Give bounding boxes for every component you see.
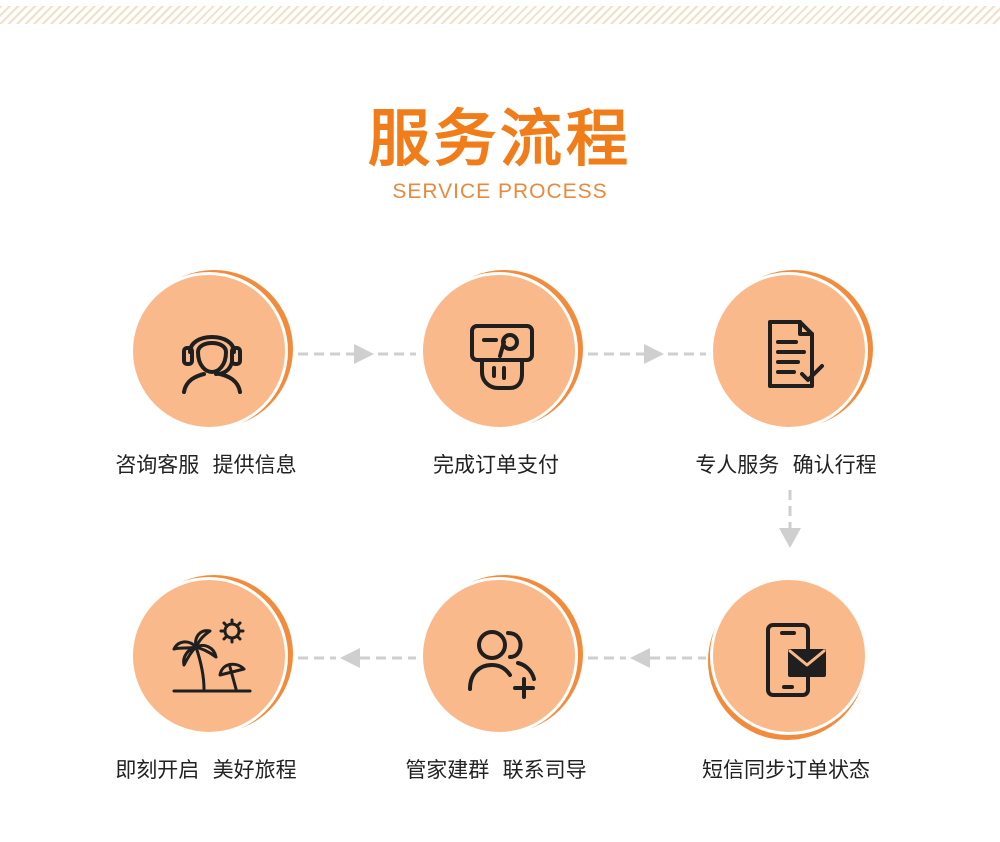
phone-message-icon (766, 623, 826, 697)
arrow-down (779, 490, 801, 548)
arrow-right-1 (298, 344, 416, 364)
payment-card-icon (470, 324, 534, 390)
step-label: 专人服务 确认行程 (695, 453, 877, 477)
step-sms: 短信同步订单状态 (686, 577, 886, 797)
page-subtitle: SERVICE PROCESS (392, 180, 608, 203)
step-label: 即刻开启 美好旅程 (115, 758, 297, 782)
arrow-right-2 (588, 344, 706, 364)
step-consult: 咨询客服 提供信息 (106, 272, 306, 492)
step-payment: 完成订单支付 (396, 272, 596, 492)
step-label: 管家建群 联系司导 (405, 758, 587, 782)
step-group: 管家建群 联系司导 (396, 577, 596, 797)
top-decor-stripe (0, 6, 1000, 24)
document-check-icon (768, 320, 824, 388)
step-label: 完成订单支付 (433, 453, 559, 477)
arrow-left-2 (298, 648, 416, 668)
step-label: 咨询客服 提供信息 (115, 453, 297, 477)
arrow-left-1 (588, 648, 706, 668)
step-circle (130, 577, 288, 735)
step-journey: 即刻开启 美好旅程 (106, 577, 306, 797)
page-title: 服务流程 (367, 102, 632, 175)
step-label: 短信同步订单状态 (702, 758, 870, 782)
step-circle (420, 272, 578, 430)
step-confirm: 专人服务 确认行程 (686, 272, 886, 492)
step-circle (420, 577, 578, 735)
add-group-icon (468, 630, 536, 699)
beach-palm-icon (172, 618, 252, 693)
step-circle (710, 577, 868, 735)
step-circle (130, 272, 288, 430)
step-circle (710, 272, 868, 430)
customer-service-icon (182, 335, 242, 394)
